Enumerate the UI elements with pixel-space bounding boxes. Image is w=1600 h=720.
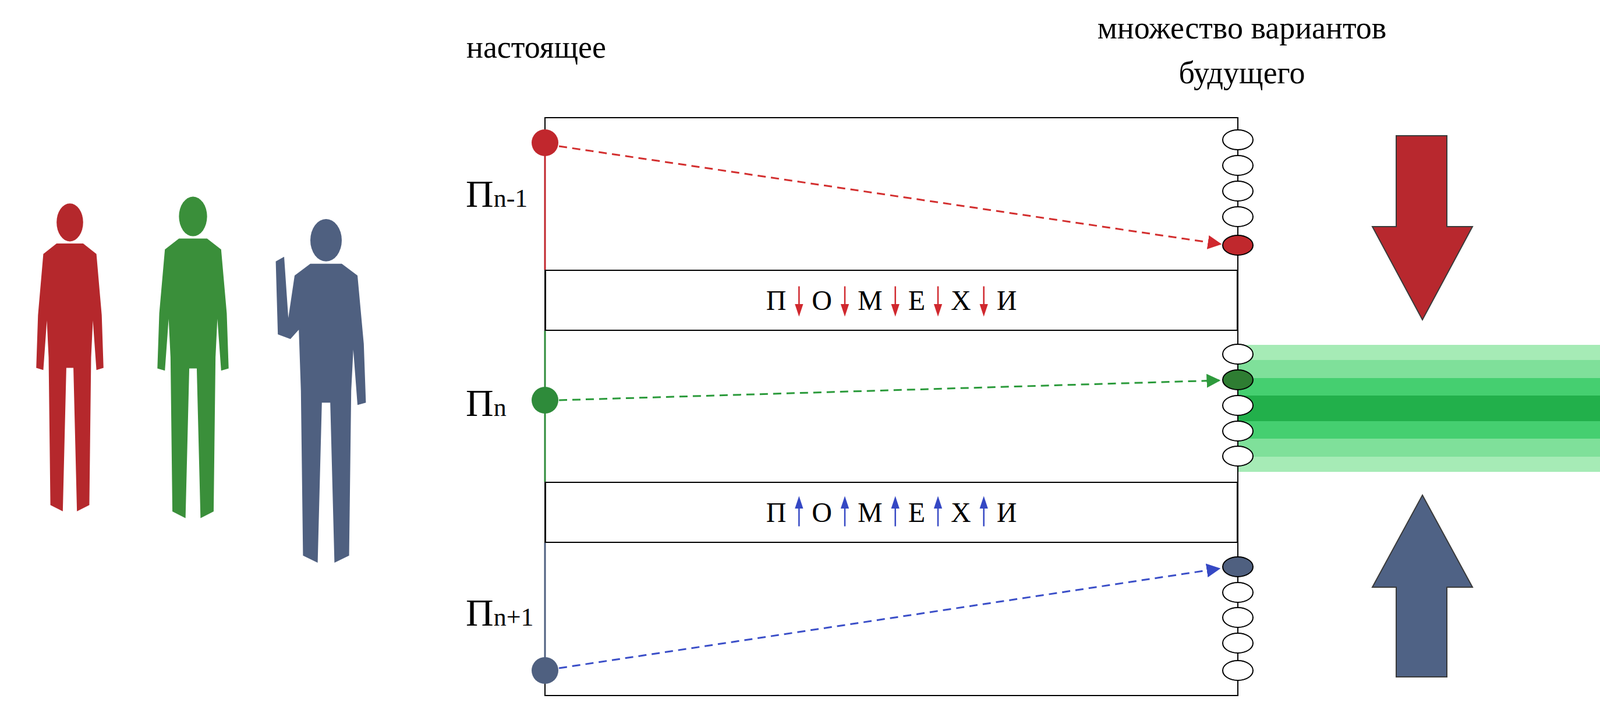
option — [1222, 582, 1253, 603]
lane-label: Пn-1 — [465, 174, 528, 214]
band-text: ПОМЕХИ — [740, 498, 1043, 527]
lane-edge-blue — [544, 542, 547, 671]
lane-label: Пn — [465, 383, 507, 423]
option — [1222, 181, 1253, 201]
heading-label: множество вариантов будущего — [1038, 5, 1446, 96]
interference-band: ПОМЕХИ — [544, 481, 1238, 543]
person-blue — [275, 218, 367, 563]
option-chosen — [1222, 235, 1253, 256]
option — [1222, 445, 1253, 466]
present-dot — [531, 656, 559, 684]
option — [1222, 632, 1253, 653]
future-band — [1237, 344, 1600, 472]
band-text: ПОМЕХИ — [740, 286, 1043, 315]
interference-band: ПОМЕХИ — [544, 269, 1238, 331]
option — [1222, 155, 1253, 176]
option — [1222, 660, 1253, 681]
person-red — [36, 203, 104, 512]
option — [1222, 129, 1253, 150]
option-chosen — [1222, 369, 1253, 390]
trajectory-green — [558, 380, 1220, 400]
person-green — [157, 196, 229, 519]
option — [1222, 420, 1253, 441]
present-dot — [531, 386, 559, 414]
option — [1222, 344, 1253, 364]
option-chosen — [1222, 556, 1253, 577]
pressure-arrow-down — [1372, 135, 1473, 320]
option — [1222, 607, 1253, 628]
lane-edge-red — [544, 142, 547, 270]
future-options — [1222, 129, 1253, 681]
pressure-arrow-up — [1372, 494, 1473, 677]
trajectory-blue — [558, 568, 1220, 668]
heading-label: настоящее — [466, 30, 607, 65]
trajectory-red — [558, 146, 1221, 244]
frame — [544, 117, 1238, 696]
present-dot — [531, 129, 559, 157]
option — [1222, 395, 1253, 416]
option — [1222, 206, 1253, 227]
lane-label: Пn+1 — [465, 593, 534, 632]
